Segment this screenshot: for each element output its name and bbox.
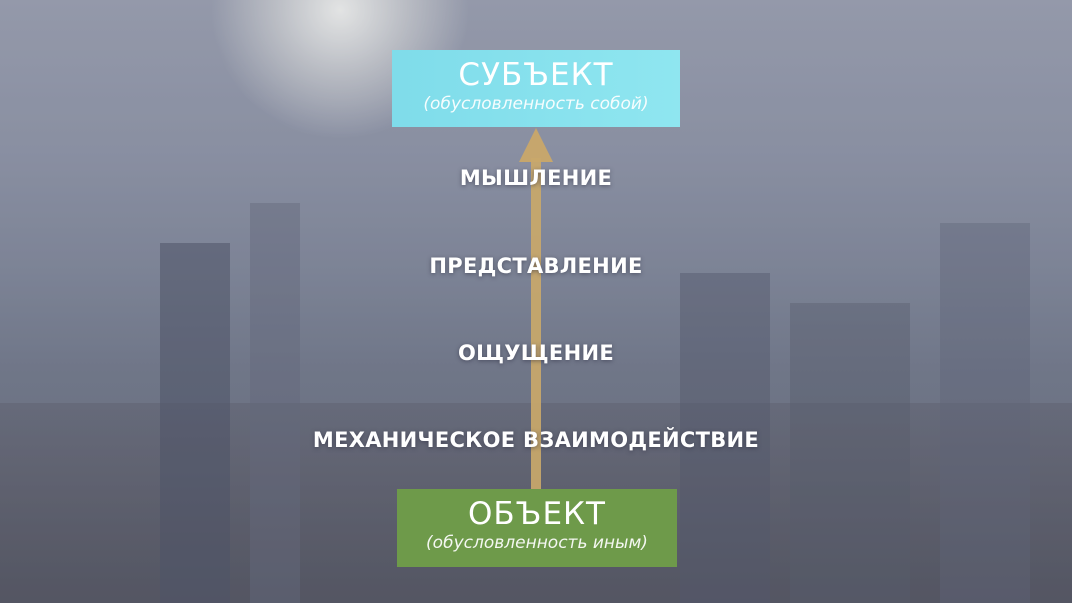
level-thinking: МЫШЛЕНИЕ — [459, 166, 613, 190]
background-building — [160, 243, 230, 603]
background-building — [250, 203, 300, 603]
level-sensation: ОЩУЩЕНИЕ — [458, 341, 614, 365]
arrow-head — [519, 128, 553, 162]
level-mechanical-interaction: МЕХАНИЧЕСКОЕ ВЗАИМОДЕЙСТВИЕ — [312, 428, 760, 452]
object-subtitle: (обусловленность иным) — [426, 533, 648, 553]
object-title: ОБЪЕКТ — [467, 496, 606, 532]
background-building — [680, 273, 770, 603]
background-building — [790, 303, 910, 603]
subject-title: СУБЪЕКТ — [458, 57, 614, 93]
arrow-shaft — [531, 158, 541, 491]
subject-subtitle: (обусловленность собой) — [423, 94, 649, 114]
background-building — [940, 223, 1030, 603]
subject-box: СУБЪЕКТ (обусловленность собой) — [392, 50, 680, 127]
level-representation: ПРЕДСТАВЛЕНИЕ — [429, 254, 643, 278]
object-box: ОБЪЕКТ (обусловленность иным) — [397, 489, 677, 567]
